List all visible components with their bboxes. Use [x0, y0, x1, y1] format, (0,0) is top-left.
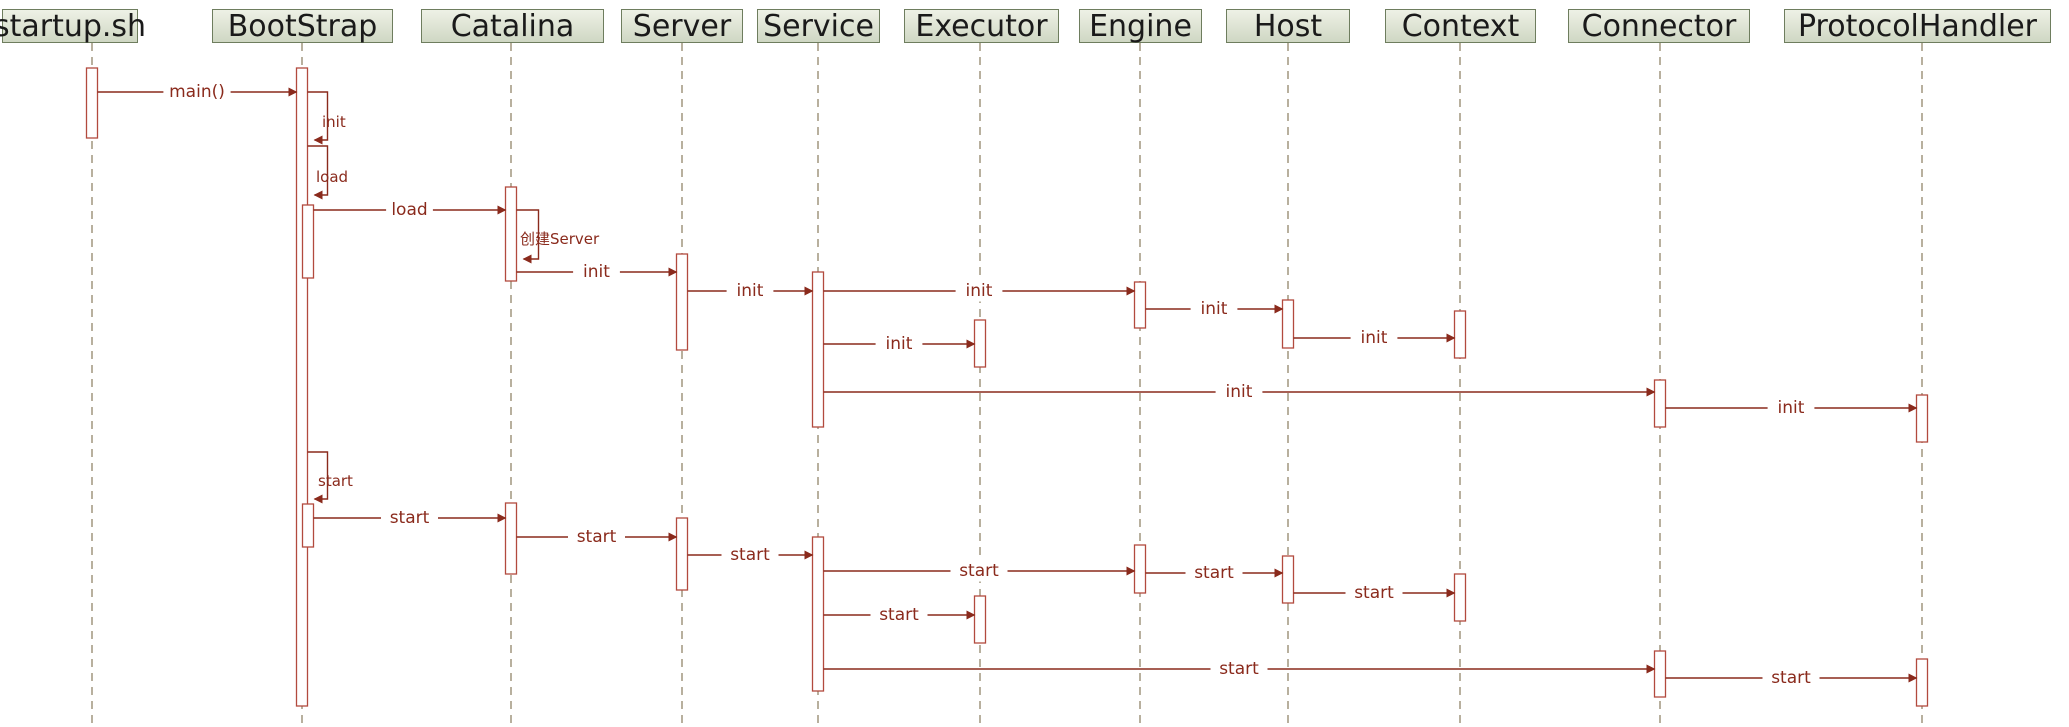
- message-18-label-bg: [1185, 562, 1243, 584]
- message-16-label: start: [730, 545, 770, 565]
- activation-bar-context: [1453, 573, 1467, 622]
- message-1-self-arrow: [307, 91, 329, 145]
- activation-bar-protocolhandler: [1915, 394, 1929, 443]
- message-15-label-bg: [568, 526, 625, 548]
- message-17-label: start: [959, 561, 999, 581]
- activation-bar-engine: [1133, 281, 1147, 329]
- message-20-label: start: [1354, 583, 1394, 603]
- activation-bar-server: [675, 253, 689, 351]
- message-10-label: init: [1361, 328, 1388, 348]
- message-6-label: init: [737, 281, 764, 301]
- message-12-label: init: [1778, 398, 1805, 418]
- activation-bar-executor: [973, 319, 987, 368]
- participant-host: Host: [1226, 9, 1350, 44]
- activation-bar-connector: [1653, 650, 1667, 698]
- message-10-label-bg: [1350, 327, 1398, 349]
- message-14-label: start: [390, 508, 430, 528]
- participant-executor: Executor: [904, 9, 1059, 44]
- message-21-label: start: [1219, 659, 1259, 679]
- message-2-label: load: [316, 168, 348, 186]
- activation-bar-connector: [1653, 379, 1667, 428]
- message-15-label: start: [577, 527, 617, 547]
- message-4-label: 创建Server: [520, 230, 600, 248]
- message-4-self-arrow: [516, 209, 540, 264]
- message-7-label: init: [966, 281, 993, 301]
- message-13-self-arrow: [307, 451, 329, 504]
- message-22-label-bg: [1762, 667, 1820, 689]
- activation-bar-service: [811, 271, 825, 428]
- message-2-self-arrow: [307, 145, 329, 200]
- activation-bar-startup: [85, 67, 99, 139]
- message-11-label-bg: [1215, 381, 1263, 403]
- activation-bar-bootstrap: [301, 503, 315, 548]
- message-9-label-bg: [875, 333, 923, 355]
- message-14-label-bg: [381, 507, 438, 529]
- activation-bar-bootstrap: [301, 204, 315, 279]
- activation-bar-catalina: [504, 502, 518, 575]
- participant-catalina: Catalina: [421, 9, 604, 44]
- message-9-label: init: [886, 334, 913, 354]
- participant-startup: startup.sh: [0, 8, 147, 44]
- message-3-label: load: [391, 200, 427, 220]
- message-6-label-bg: [726, 280, 774, 302]
- participant-bootstrap: BootStrap: [212, 9, 393, 44]
- message-21-label-bg: [1210, 658, 1268, 680]
- message-13-label: start: [318, 472, 353, 490]
- message-22-label: start: [1771, 668, 1811, 688]
- message-1-label: init: [322, 113, 346, 131]
- message-17-label-bg: [950, 560, 1008, 582]
- message-18-label: start: [1194, 563, 1234, 583]
- message-0-label-bg: [163, 81, 231, 103]
- message-5-label: init: [583, 262, 610, 282]
- activation-bar-bootstrap: [295, 67, 309, 707]
- message-8-label-bg: [1190, 298, 1238, 320]
- message-5-label-bg: [573, 261, 620, 283]
- participant-connector: Connector: [1568, 9, 1750, 44]
- activation-bar-engine: [1133, 544, 1147, 594]
- message-12-label-bg: [1767, 397, 1815, 419]
- activation-bar-server: [675, 517, 689, 591]
- message-16-label-bg: [721, 544, 779, 566]
- activation-bar-catalina: [504, 186, 518, 282]
- message-20-label-bg: [1345, 582, 1403, 604]
- message-0-label: main(): [169, 82, 225, 102]
- activation-bar-executor: [973, 595, 987, 644]
- activation-bar-protocolhandler: [1915, 658, 1929, 707]
- message-8-label: init: [1201, 299, 1228, 319]
- activation-bar-host: [1281, 299, 1295, 349]
- participant-context: Context: [1385, 9, 1536, 44]
- participant-engine: Engine: [1079, 9, 1202, 44]
- message-19-label: start: [879, 605, 919, 625]
- message-7-label-bg: [955, 280, 1003, 302]
- participant-protocolhandler: ProtocolHandler: [1784, 9, 2051, 44]
- activation-bar-service: [811, 536, 825, 692]
- message-19-label-bg: [870, 604, 928, 626]
- participant-server: Server: [621, 9, 743, 44]
- participant-service: Service: [757, 9, 880, 44]
- activation-bar-context: [1453, 310, 1467, 359]
- message-3-label-bg: [386, 199, 433, 221]
- activation-bar-host: [1281, 555, 1295, 604]
- message-11-label: init: [1226, 382, 1253, 402]
